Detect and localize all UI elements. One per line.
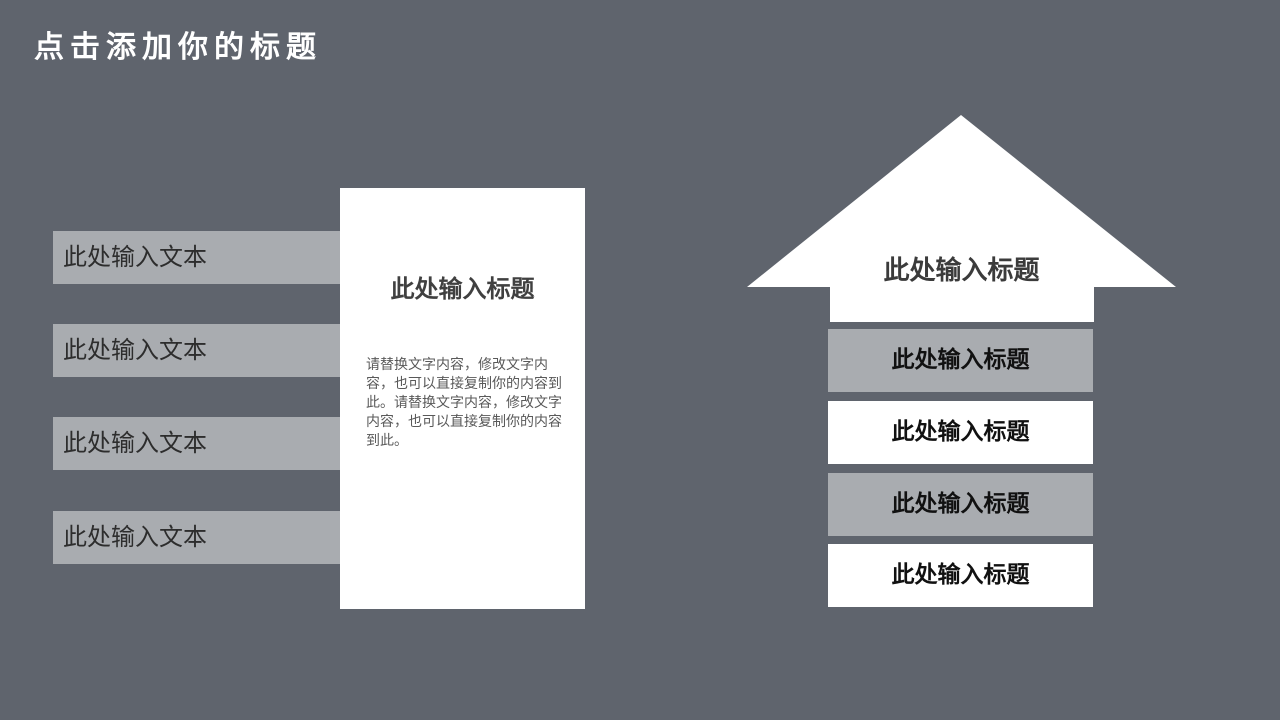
left-text-bar-4[interactable]: 此处输入文本 bbox=[53, 511, 340, 564]
arrow-stack-item-3[interactable]: 此处输入标题 bbox=[828, 473, 1093, 536]
arrow-stack-item-2[interactable]: 此处输入标题 bbox=[828, 401, 1093, 464]
left-text-bar-1[interactable]: 此处输入文本 bbox=[53, 231, 340, 284]
arrow-stack-item-4[interactable]: 此处输入标题 bbox=[828, 544, 1093, 607]
arrow-title[interactable]: 此处输入标题 bbox=[883, 256, 1040, 286]
left-text-bar-2[interactable]: 此处输入文本 bbox=[53, 324, 340, 377]
center-card-title[interactable]: 此处输入标题 bbox=[390, 275, 535, 303]
slide-title[interactable]: 点击添加你的标题 bbox=[34, 30, 322, 65]
arrow-stack-item-1[interactable]: 此处输入标题 bbox=[828, 329, 1093, 392]
left-text-bar-3[interactable]: 此处输入文本 bbox=[53, 417, 340, 470]
center-content-card: 此处输入标题 请替换文字内容，修改文字内容，也可以直接复制你的内容到此。请替换文… bbox=[340, 188, 585, 609]
center-card-body-text[interactable]: 请替换文字内容，修改文字内容，也可以直接复制你的内容到此。请替换文字内容，修改文… bbox=[366, 357, 562, 449]
up-arrow-shape bbox=[747, 115, 1176, 322]
